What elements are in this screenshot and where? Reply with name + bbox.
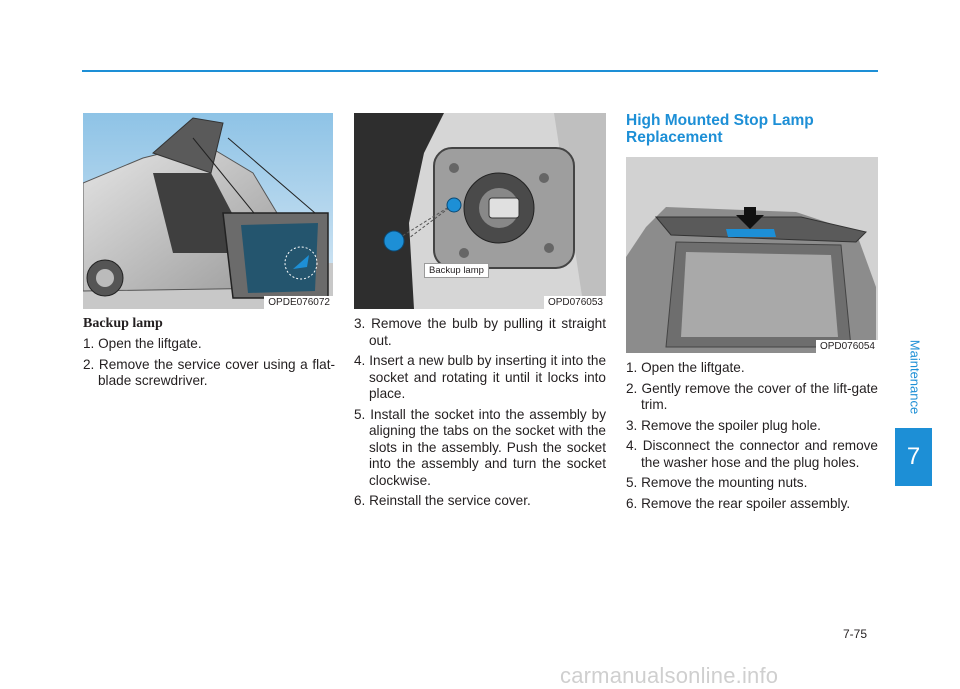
step-item: 3. Remove the spoiler plug hole. xyxy=(626,417,821,433)
step-item: 2. Gently remove the cover of the lift-g… xyxy=(626,380,878,413)
figure-label-backup-lamp: Backup lamp xyxy=(424,263,489,278)
figure-code: OPD076053 xyxy=(543,296,606,309)
steps-list: 1. Open the liftgate. 2. Gently remove t… xyxy=(626,360,878,512)
step-item: 2. Remove the service cover using a flat… xyxy=(83,356,335,389)
figure-code: OPD076054 xyxy=(815,340,878,353)
steps-list: 1. Open the liftgate. 2. Remove the serv… xyxy=(83,336,335,390)
column-2: 3. Remove the bulb by pulling it straigh… xyxy=(354,316,606,514)
spoiler-illustration xyxy=(626,157,878,353)
socket-illustration xyxy=(354,113,606,309)
step-item: 1. Open the liftgate. xyxy=(83,336,202,351)
liftgate-illustration xyxy=(83,113,333,309)
step-item: 6. Reinstall the service cover. xyxy=(354,493,531,508)
figure-backup-lamp-socket: OPD076053 xyxy=(354,113,606,309)
chapter-number-badge: 7 xyxy=(895,428,932,486)
column-1: Backup lamp 1. Open the liftgate. 2. Rem… xyxy=(83,316,335,394)
page-number: 7-75 xyxy=(843,627,868,641)
chapter-label-text: Maintenance xyxy=(907,339,923,415)
steps-list: 3. Remove the bulb by pulling it straigh… xyxy=(354,316,606,510)
step-item: 4. Insert a new bulb by inserting it int… xyxy=(354,353,606,401)
step-item: 5. Remove the mounting nuts. xyxy=(626,475,808,490)
figure-caption: Backup lamp xyxy=(83,316,163,331)
figure-high-mounted-stop-lamp: OPD076054 xyxy=(626,157,878,353)
column-3: 1. Open the liftgate. 2. Gently remove t… xyxy=(626,360,878,516)
top-rule xyxy=(82,70,878,72)
figure-backup-lamp-liftgate: OPDE076072 xyxy=(83,113,333,309)
step-item: 6. Remove the rear spoiler assembly. xyxy=(626,495,851,511)
figure-code: OPDE076072 xyxy=(264,296,333,309)
step-item: 5. Install the socket into the assembly … xyxy=(354,406,606,488)
step-item: 3. Remove the bulb by pulling it straigh… xyxy=(354,316,606,348)
footer-watermark: carmanualsonline.info xyxy=(560,663,779,688)
chapter-label: Maintenance xyxy=(905,338,925,416)
section-title: High Mounted Stop Lamp Replacement xyxy=(626,112,814,146)
step-item: 4. Disconnect the connector and remove t… xyxy=(626,438,878,470)
step-item: 1. Open the liftgate. xyxy=(626,360,745,375)
